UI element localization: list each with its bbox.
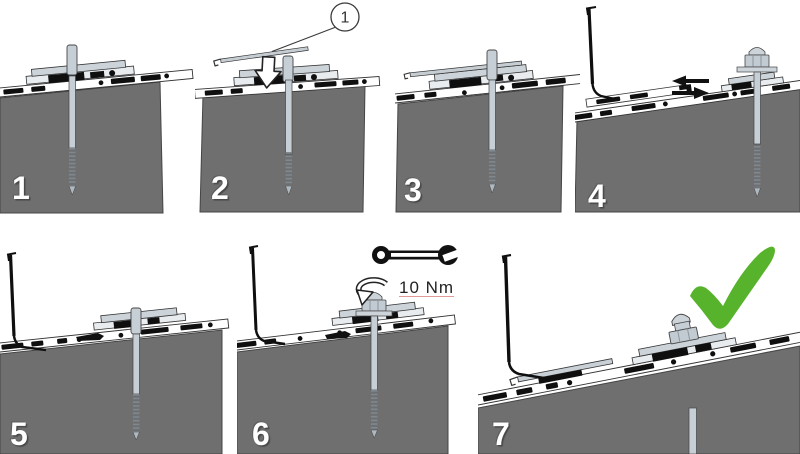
step-5-panel [0,240,230,454]
roof-sheet-rail [0,59,194,99]
step-6-illustration [237,245,462,454]
step-5-illustration [0,252,230,454]
roof-block [478,345,800,454]
torque-label: 10 Nm [399,278,455,297]
clamp-assembly [720,71,785,93]
screw-fastener [753,71,761,198]
roof-block [575,87,800,213]
callout-balloon: 1 [330,2,360,32]
step-2-panel: 1 [195,0,395,227]
hex-nut [668,313,699,345]
seam-sheet [585,6,616,101]
clamp-bar-hook [325,331,351,339]
callout-leader-line [271,26,337,53]
checkmark-icon [690,246,775,329]
step-3-panel [395,0,580,227]
step-1-number: 1 [12,170,30,206]
clamp-assembly [25,59,135,85]
clamp-assembly [428,64,534,90]
hex-nut [736,47,778,73]
step-2-illustration: 1 [195,2,381,213]
screw-fastener [688,407,697,454]
step-2-number: 2 [211,170,229,206]
sliding-seam-sheet-edge [585,84,692,108]
clamp-bar [213,46,309,67]
step-6-number: 6 [252,416,270,452]
roof-sheet-rail [478,313,800,407]
roof-block [395,85,564,213]
right-arrow-icon [672,87,709,99]
step-3-illustration [395,49,580,213]
roof-sheet-rail [575,71,800,124]
roof-block [0,81,164,214]
clamp-assembly [631,332,737,366]
wrench-icon [372,245,462,265]
screw-fastener [370,315,378,439]
step-4-panel [575,0,800,227]
screw-fastener [130,307,142,441]
roof-sheet-rail [395,60,580,104]
seam-sheet [6,252,47,352]
step-5-number: 5 [10,416,28,452]
screw-fastener [486,49,498,194]
step-1-panel [0,0,195,227]
step-4-illustration [575,6,800,213]
roof-block [0,329,223,454]
clamp-bar [509,358,614,387]
clamp-bar-hook [76,333,104,341]
callout-label: 1 [341,10,350,27]
rotate-arrow-icon [355,277,388,306]
step-6-panel [237,240,462,454]
screw-fastener [66,44,78,196]
down-arrow-icon [254,55,282,89]
step-3-number: 3 [404,172,422,208]
screw-fastener [282,55,294,196]
step-4-number: 4 [588,178,606,214]
step-7-number: 7 [492,416,510,452]
step-1-illustration [0,44,194,214]
seam-sheet [501,253,551,381]
step-7-panel [478,240,800,454]
left-arrow-icon [672,75,709,87]
seam-sheet [248,245,286,346]
step-7-illustration [478,246,800,454]
